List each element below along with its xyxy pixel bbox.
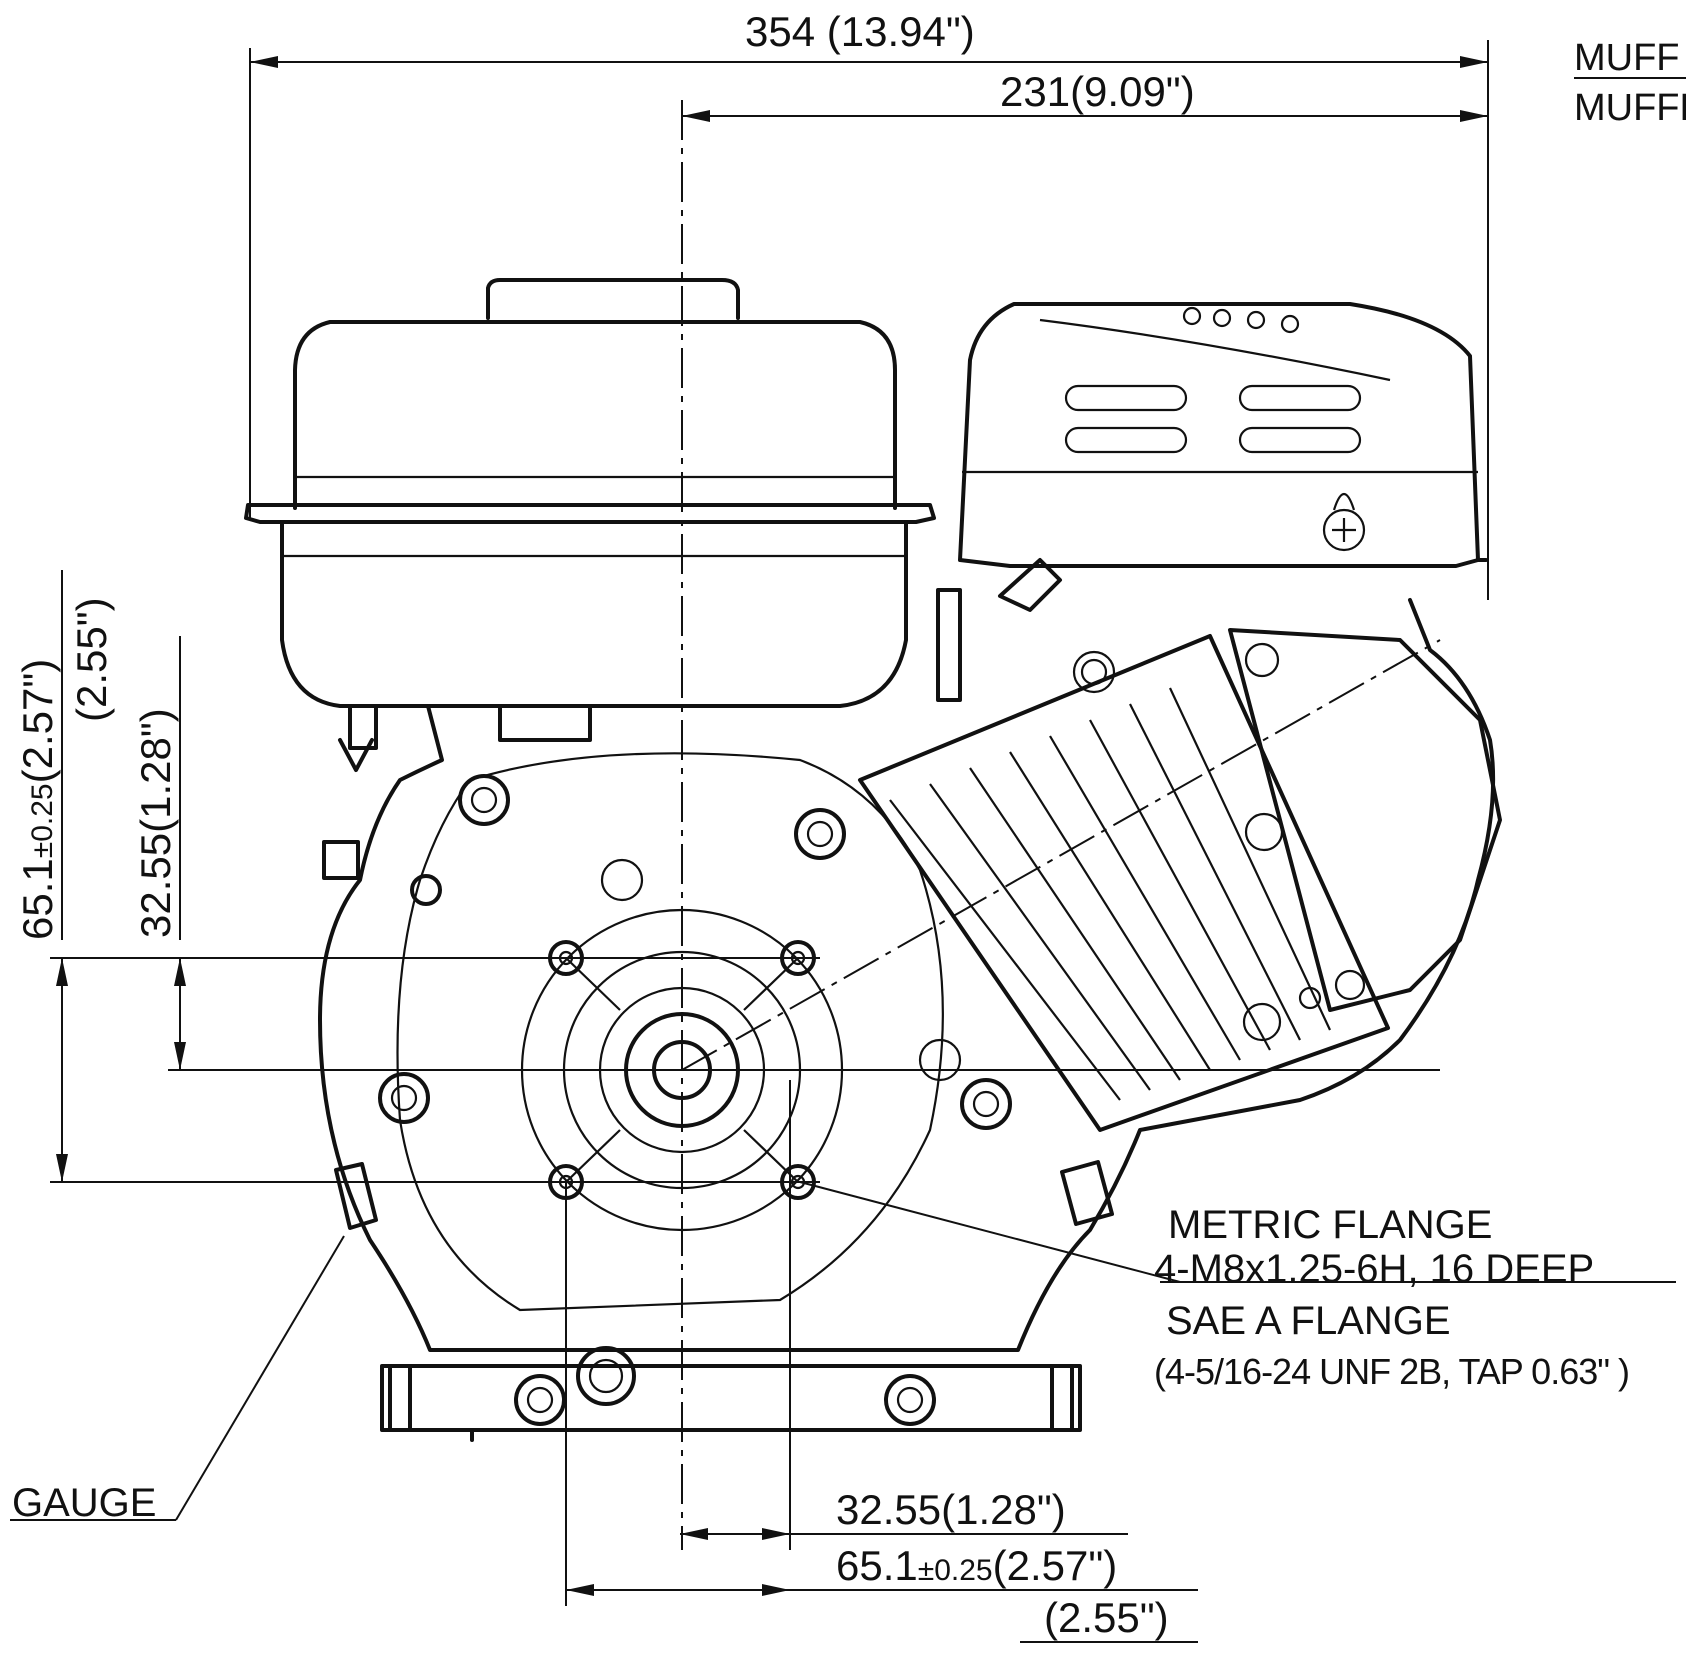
- fuel-tank: [244, 278, 936, 708]
- bottom-total-alt-label: (2.55"): [1044, 1594, 1169, 1641]
- bottom-total-label: 65.1±0.25(2.57"): [836, 1542, 1117, 1589]
- flange-bolt-holes: [548, 940, 816, 1200]
- left-total-tolerance: ±0.25: [26, 783, 59, 858]
- gauge-label: GAUGE: [12, 1481, 156, 1525]
- left-total-alt: (2.55"): [68, 597, 115, 722]
- bottom-total-tolerance: ±0.25: [918, 1554, 993, 1587]
- muffler-label-2: MUFFL: [1574, 87, 1686, 129]
- left-total-alt-dimension: (2.55"): [68, 597, 115, 722]
- left-total-dimension: 65.1±0.25(2.57"): [14, 659, 61, 940]
- left-half-dimension: 32.55(1.28"): [132, 708, 179, 938]
- air-cleaner-cover: [958, 302, 1488, 568]
- leader-lines: [10, 1181, 1676, 1521]
- svg-text:65.1±0.25(2.57"): 65.1±0.25(2.57"): [14, 659, 61, 940]
- metric-flange-spec: 4-M8x1.25-6H, 16 DEEP: [1154, 1247, 1594, 1291]
- dimension-lines: [50, 40, 1686, 1643]
- bottom-half-label: 32.55(1.28"): [836, 1486, 1066, 1533]
- left-half: 32.55(1.28"): [132, 708, 179, 938]
- crankcase-bolts: [378, 774, 1012, 1426]
- sae-flange-title: SAE A FLANGE: [1166, 1299, 1451, 1343]
- left-total-inch: (2.57"): [14, 659, 61, 784]
- crankcase: [318, 558, 1502, 1442]
- muffler-offset-label: 231(9.09"): [1000, 68, 1195, 115]
- muffler-label-1: MUFF: [1574, 37, 1680, 79]
- center-lines: [560, 100, 1441, 1550]
- bottom-total-inch: (2.57"): [993, 1542, 1118, 1589]
- bottom-total-nominal: 65.1: [836, 1542, 918, 1589]
- left-total-nominal: 65.1: [14, 858, 61, 940]
- sae-flange-spec: (4-5/16-24 UNF 2B, TAP 0.63" ): [1154, 1351, 1629, 1392]
- oil-gauge: [334, 1160, 1114, 1230]
- pto-flange: [520, 908, 844, 1232]
- metric-flange-title: METRIC FLANGE: [1168, 1203, 1492, 1247]
- overall-width-label: 354 (13.94"): [745, 8, 975, 55]
